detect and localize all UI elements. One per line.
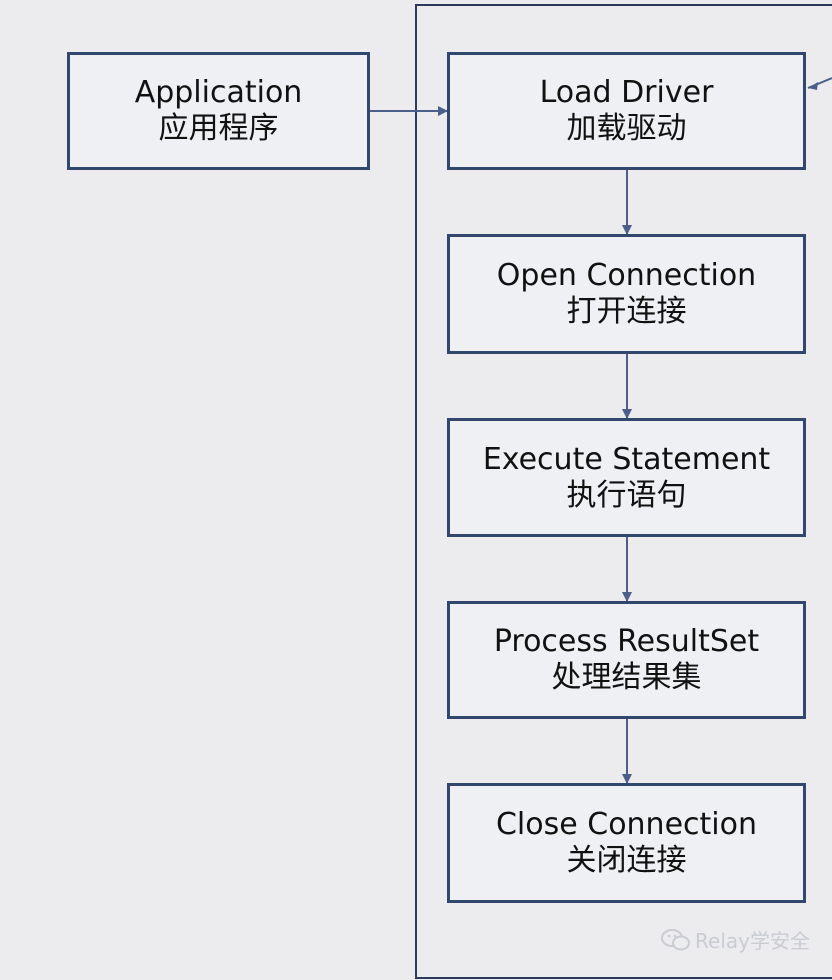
node-load-driver-label-zh: 加载驱动 (566, 111, 687, 146)
watermark: Relay学安全 (661, 925, 810, 954)
node-application: Application 应用程序 (67, 52, 370, 170)
node-execute-statement: Execute Statement 执行语句 (447, 418, 806, 537)
node-process-resultset-label-zh: 处理结果集 (551, 660, 702, 695)
node-close-connection-label-en: Close Connection (495, 807, 757, 842)
node-close-connection: Close Connection 关闭连接 (447, 783, 806, 903)
node-open-connection: Open Connection 打开连接 (447, 234, 806, 354)
node-load-driver: Load Driver 加载驱动 (447, 52, 806, 170)
node-open-connection-label-zh: 打开连接 (566, 294, 687, 329)
node-process-resultset-label-en: Process ResultSet (493, 624, 760, 659)
node-application-label-zh: 应用程序 (158, 111, 279, 146)
node-open-connection-label-en: Open Connection (496, 258, 757, 293)
node-close-connection-label-zh: 关闭连接 (566, 843, 687, 878)
watermark-text: Relay学安全 (695, 929, 810, 953)
process-container-frame (415, 4, 832, 979)
node-process-resultset: Process ResultSet 处理结果集 (447, 601, 806, 719)
wechat-icon (661, 928, 691, 952)
node-execute-statement-label-en: Execute Statement (482, 441, 771, 477)
node-application-label-en: Application (134, 75, 303, 110)
node-execute-statement-label-zh: 执行语句 (566, 477, 687, 513)
node-load-driver-label-en: Load Driver (539, 75, 714, 110)
